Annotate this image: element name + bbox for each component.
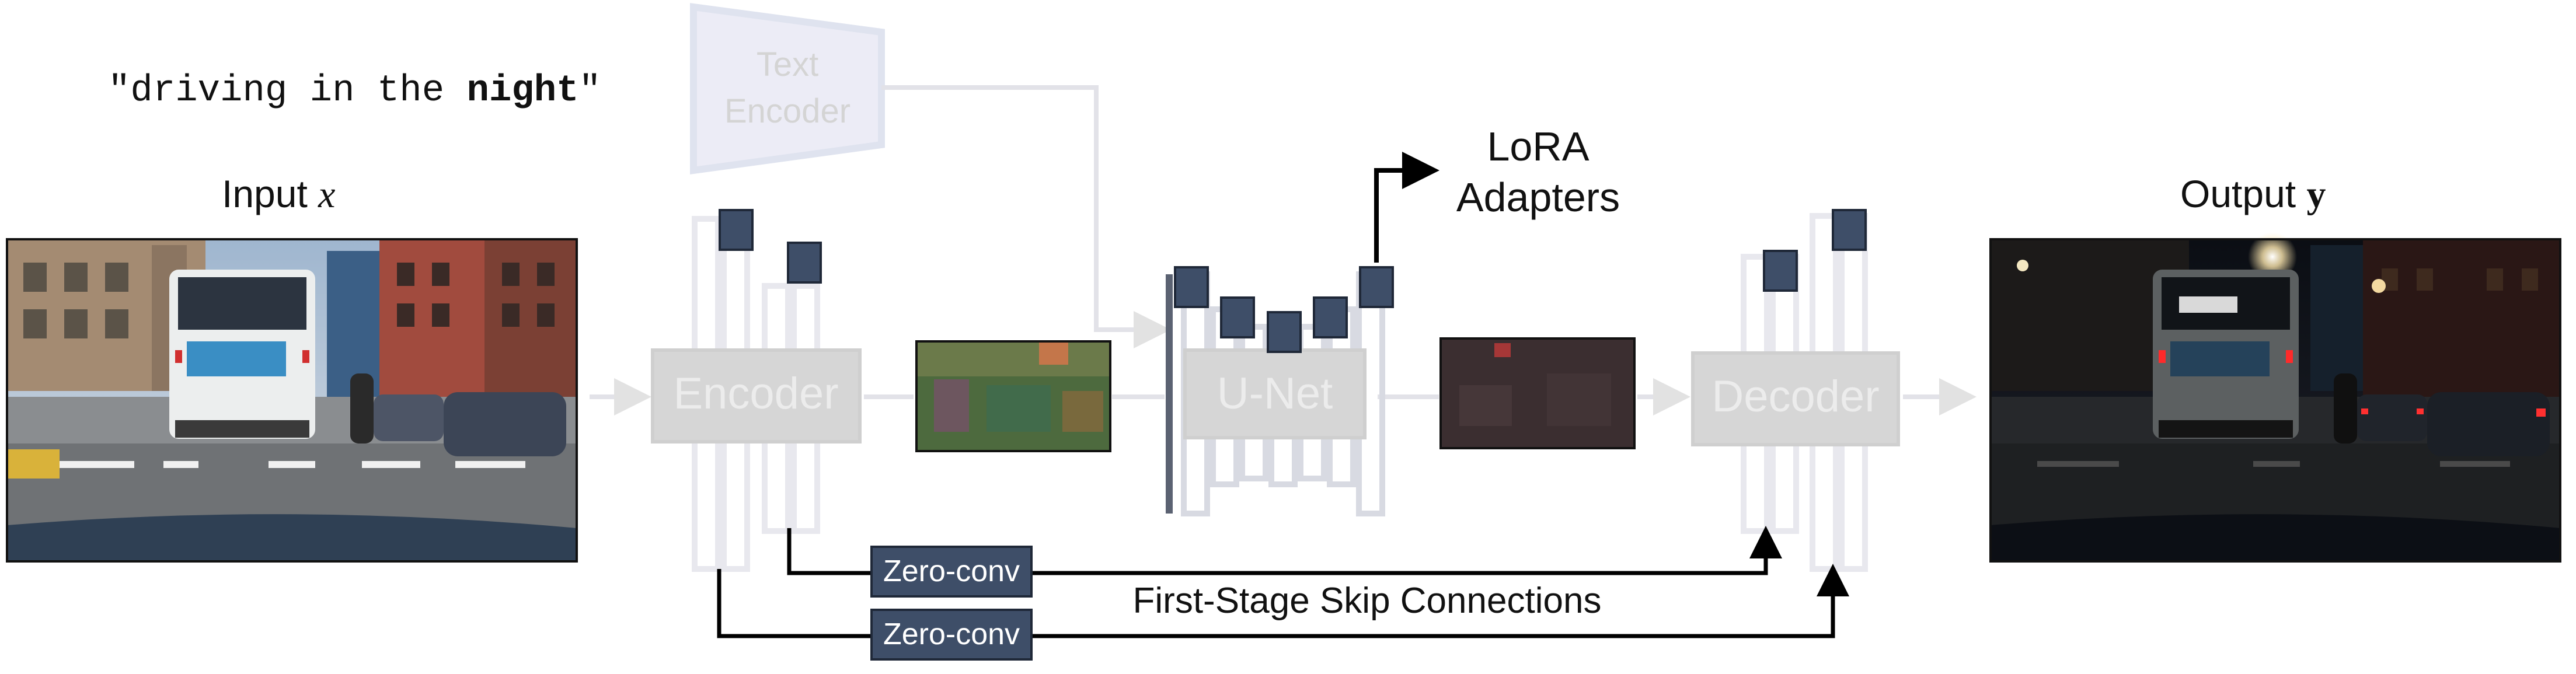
encoder-adapter-2 bbox=[787, 242, 822, 284]
unet-adapter-5 bbox=[1359, 266, 1394, 308]
lora-arrow bbox=[1374, 152, 1439, 263]
unet-adapter-1 bbox=[1174, 266, 1209, 308]
encoder-adapter-1 bbox=[719, 209, 754, 251]
unet-adapter-3 bbox=[1267, 311, 1302, 353]
encoder: Encoder bbox=[651, 209, 862, 572]
text-prompt: "driving in the night" bbox=[108, 70, 601, 112]
decoder: Decoder bbox=[1691, 209, 1900, 572]
zero-conv-block-bottom: Zero-conv bbox=[870, 609, 1033, 661]
decoder-adapter-2 bbox=[1832, 209, 1867, 251]
unet-adapter-2 bbox=[1220, 296, 1255, 338]
skip-connections-label: First-Stage Skip Connections bbox=[1133, 581, 1602, 621]
text-conditioning-arrow bbox=[881, 85, 1171, 348]
zero-conv-block-top: Zero-conv bbox=[870, 546, 1033, 598]
unet-adapter-4 bbox=[1313, 296, 1348, 338]
unet: U-Net bbox=[1166, 266, 1394, 516]
svg-text:Text: Text bbox=[757, 46, 818, 83]
skip-connection-top bbox=[787, 526, 1782, 575]
svg-text:Encoder: Encoder bbox=[673, 369, 838, 418]
svg-text:Encoder: Encoder bbox=[724, 92, 850, 130]
latent-features-1 bbox=[915, 340, 1111, 452]
output-image bbox=[1989, 232, 2561, 563]
skip-connection-bottom bbox=[717, 564, 1849, 638]
text-encoder: Text Encoder bbox=[690, 3, 885, 174]
input-image bbox=[6, 238, 578, 563]
latent-features-2 bbox=[1439, 337, 1636, 449]
svg-text:Zero-conv: Zero-conv bbox=[883, 617, 1020, 651]
svg-text:U-Net: U-Net bbox=[1217, 369, 1333, 418]
lora-label-line1: LoRA bbox=[1487, 124, 1589, 169]
lora-label-line2: Adapters bbox=[1456, 174, 1620, 220]
svg-text:Decoder: Decoder bbox=[1711, 372, 1879, 421]
output-label: Output y bbox=[2180, 172, 2326, 216]
svg-text:Zero-conv: Zero-conv bbox=[883, 554, 1020, 588]
input-label: Input x bbox=[222, 172, 335, 216]
decoder-adapter-1 bbox=[1763, 250, 1798, 292]
